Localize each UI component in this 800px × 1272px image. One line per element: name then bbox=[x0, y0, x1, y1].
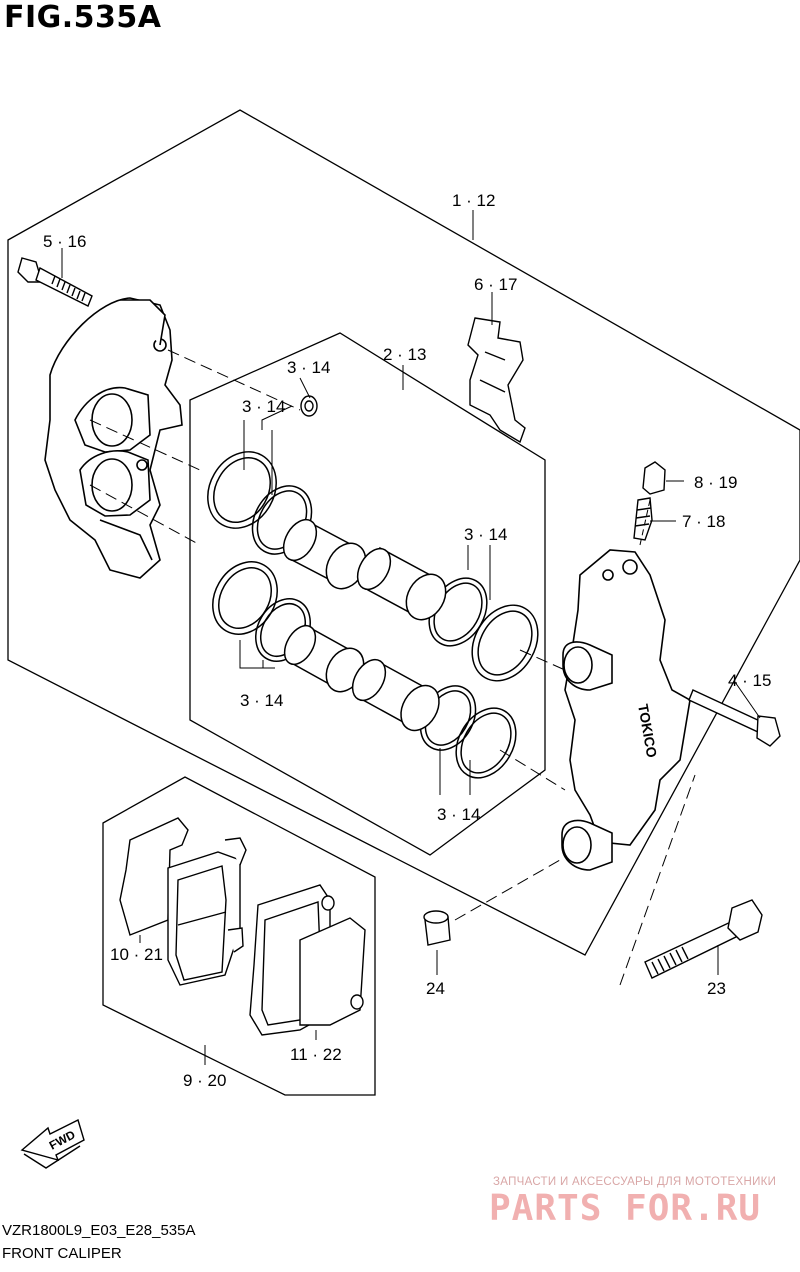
callout-3-14: 3 · 14 bbox=[464, 525, 507, 544]
callout-11-22: 11 · 22 bbox=[290, 1045, 342, 1064]
callout-3-14: 3 · 14 bbox=[437, 805, 480, 824]
bleeder-cap bbox=[642, 461, 666, 495]
callout-7-18: 7 · 18 bbox=[682, 512, 725, 531]
callout-4-15: 4 · 15 bbox=[728, 671, 771, 690]
fwd-arrow-icon: FWD bbox=[20, 1119, 85, 1169]
callout-3-14: 3 · 14 bbox=[287, 358, 330, 377]
seal-ring bbox=[207, 451, 277, 529]
mounting-bolt bbox=[17, 257, 93, 307]
callout-10-21: 10 · 21 bbox=[110, 945, 163, 964]
callout-1-12: 1 · 12 bbox=[452, 191, 495, 210]
callout-3-14: 3 · 14 bbox=[242, 397, 285, 416]
pad-pin bbox=[688, 689, 781, 747]
diagram-description: FRONT CALIPER bbox=[2, 1245, 122, 1262]
leader-lines bbox=[61, 210, 761, 1065]
caliper-half-outer bbox=[44, 297, 183, 579]
piston bbox=[351, 658, 440, 732]
caliper-assembly-frame bbox=[7, 109, 800, 956]
callout-8-19: 8 · 19 bbox=[694, 473, 737, 492]
collar bbox=[423, 910, 451, 946]
figure-title: FIG.535A bbox=[4, 0, 162, 35]
piston bbox=[356, 546, 447, 621]
pad-set-frame bbox=[102, 776, 376, 1096]
callouts: 1 · 12 2 · 13 3 · 14 3 · 14 3 · 14 3 · 1… bbox=[43, 191, 771, 1090]
brake-pad-left bbox=[119, 817, 247, 986]
callout-3-14: 3 · 14 bbox=[240, 691, 283, 710]
watermark-tagline: ЗАПЧАСТИ И АКСЕССУАРЫ ДЛЯ МОТОТЕХНИКИ bbox=[493, 1176, 777, 1188]
bleeder-valve bbox=[633, 461, 666, 541]
pistons bbox=[282, 518, 447, 732]
small-seal bbox=[300, 395, 318, 417]
caliper-bolt bbox=[644, 899, 763, 979]
diagram-code: VZR1800L9_E03_E28_535A bbox=[2, 1222, 196, 1239]
callout-9-20: 9 · 20 bbox=[183, 1071, 226, 1090]
caliper-half-inner: TOKICO bbox=[561, 549, 691, 871]
callout-23: 23 bbox=[707, 979, 726, 998]
seal-ring bbox=[212, 561, 278, 635]
callout-24: 24 bbox=[426, 979, 445, 998]
seal-ring bbox=[471, 604, 539, 682]
callout-2-13: 2 · 13 bbox=[383, 345, 426, 364]
callout-5-16: 5 · 16 bbox=[43, 232, 86, 251]
pad-spring bbox=[467, 317, 526, 444]
piston-set-frame bbox=[189, 332, 546, 856]
callout-6-17: 6 · 17 bbox=[474, 275, 517, 294]
brake-pad-right bbox=[249, 884, 366, 1036]
watermark-brand: PARTS FOR.RU bbox=[489, 1188, 762, 1229]
piston-seals bbox=[207, 451, 539, 779]
seal-ring bbox=[455, 707, 517, 779]
